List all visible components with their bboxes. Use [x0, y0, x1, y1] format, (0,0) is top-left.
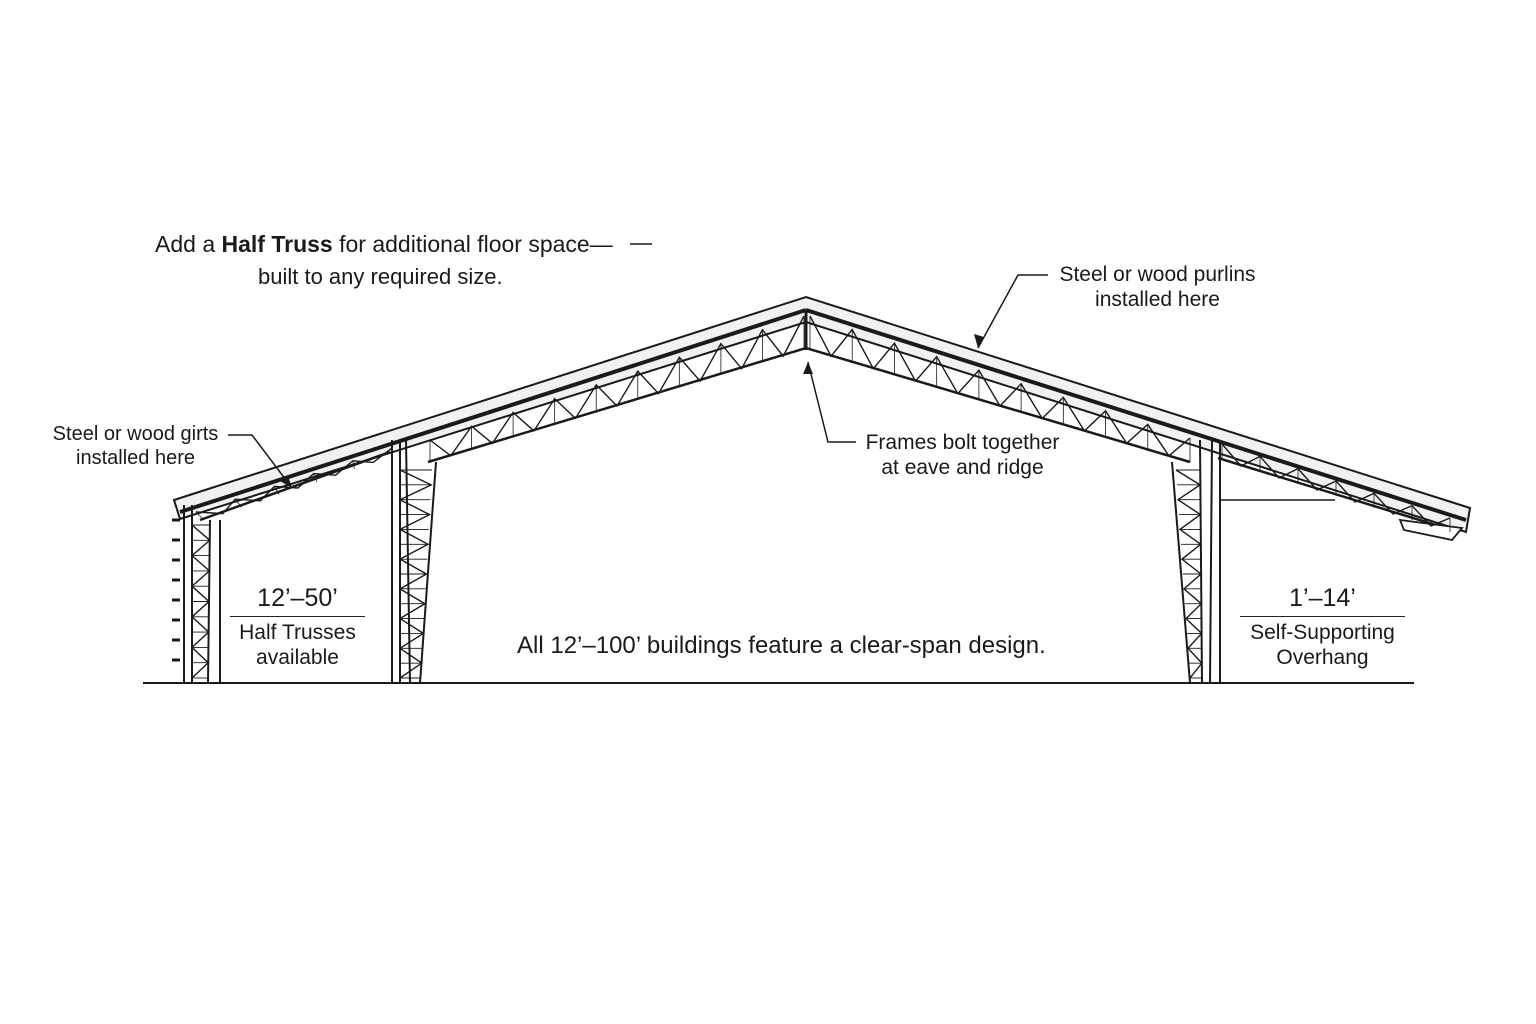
half-truss-bottom-chord	[199, 450, 391, 522]
half-truss-dimension-value: 12’–50’	[257, 584, 338, 612]
girts-callout-line1: Steel or wood girts	[52, 423, 219, 445]
roof-top-chord-right	[805, 308, 1467, 522]
half-truss-dimension: 12’–50’ Half Trusses available	[230, 583, 365, 670]
frames-callout-line2: at eave and ridge	[881, 456, 1044, 480]
inner-right-column	[1171, 439, 1221, 684]
frames-callout: Frames bolt together at eave and ridge	[855, 430, 1070, 480]
half-truss-callout-prefix: Add a	[155, 231, 216, 257]
purlins-callout-line2: installed here	[1095, 288, 1220, 312]
clear-span-caption: All 12’–100’ buildings feature a clear-s…	[517, 632, 1046, 659]
purlins-callout: Steel or wood purlins installed here	[1045, 262, 1270, 312]
half-truss-dimension-line1: Half Trusses	[239, 621, 356, 644]
roof-sheathing	[172, 295, 1472, 534]
overhang-dimension: 1’–14’ Self-Supporting Overhang	[1240, 583, 1405, 670]
frames-callout-line1: Frames bolt together	[865, 431, 1060, 454]
truss-web-members	[195, 315, 1451, 532]
girts-leader	[228, 434, 293, 489]
frames-leader	[807, 361, 856, 443]
half-truss-dimension-line2: available	[256, 646, 339, 670]
left-girt-ticks	[172, 518, 180, 662]
half-truss-dimension-rule	[230, 616, 365, 617]
girts-callout: Steel or wood girts installed here	[38, 422, 233, 470]
purlins-leader	[977, 274, 1048, 349]
half-truss-callout-emphasis: Half Truss	[221, 231, 333, 257]
half-truss-callout-suffix: for additional floor space—	[339, 231, 613, 257]
purlins-callout-line1: Steel or wood purlins	[1059, 263, 1256, 286]
roof-top-chord	[179, 308, 807, 514]
girts-callout-line2: installed here	[76, 447, 195, 469]
overhang-dimension-line2: Overhang	[1276, 646, 1369, 670]
half-truss-callout: Add a Half Truss for additional floor sp…	[155, 231, 613, 259]
leader-arrowheads	[280, 334, 984, 488]
overhang-dimension-value: 1’–14’	[1289, 584, 1356, 612]
overhang-bottom-chord	[1217, 456, 1453, 532]
overhang-dimension-line1: Self-Supporting	[1250, 621, 1395, 644]
half-truss-callout-line2: built to any required size.	[258, 264, 503, 289]
overhang-end-bracket	[1398, 518, 1464, 541]
overhang-dimension-rule	[1240, 616, 1405, 617]
leader-lines	[228, 243, 1048, 489]
column-web-members	[190, 469, 1203, 679]
